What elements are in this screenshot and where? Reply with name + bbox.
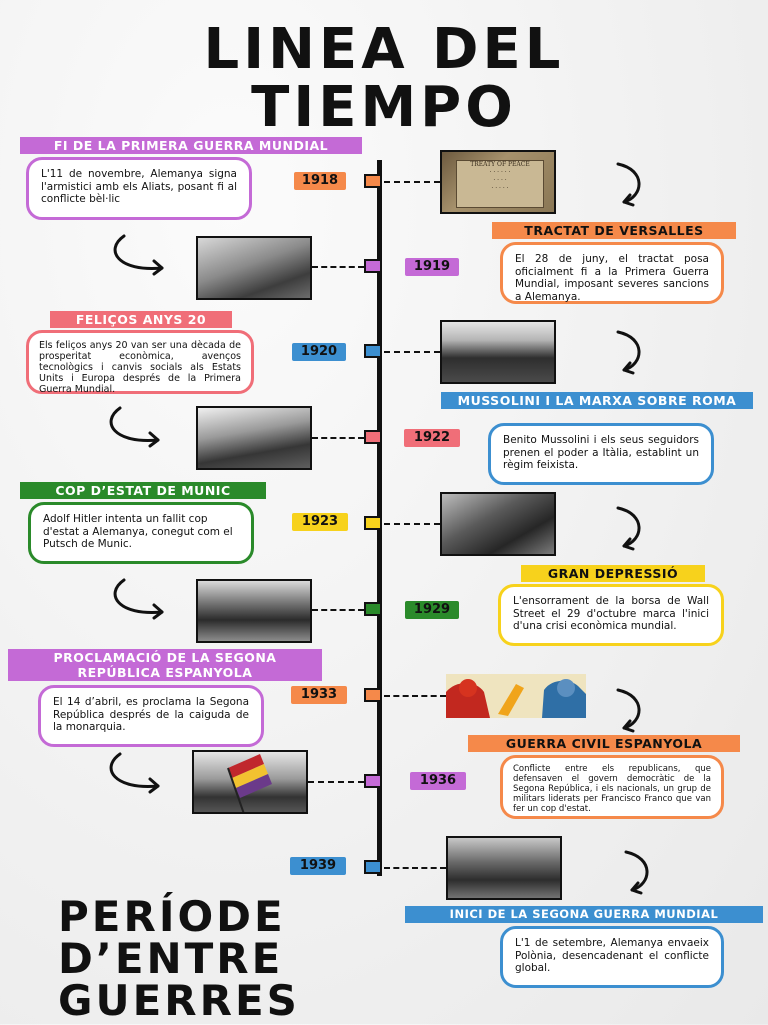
photo-treaty-of-peace: TREATY OF PEACE· · · · · ·· · · ·· · · ·… (440, 150, 556, 214)
timeline-marker-1918 (364, 174, 382, 188)
timeline-marker-1923 (364, 516, 382, 530)
curved-arrow-icon (616, 506, 641, 551)
connector-1922 (312, 437, 364, 439)
event-title-1929: GRAN DEPRESSIÓ (521, 565, 705, 582)
photo-1936 (192, 750, 308, 814)
period-title-line2: D’ENTRE (58, 934, 284, 983)
curved-arrow-icon (616, 330, 641, 375)
photo-1933 (446, 674, 586, 718)
photo-1920 (440, 320, 556, 384)
event-title-1922: MUSSOLINI I LA MARXA SOBRE ROMA (441, 392, 753, 409)
photo-1923 (440, 492, 556, 556)
event-title-1918: FI DE LA PRIMERA GUERRA MUNDIAL (20, 137, 362, 154)
period-title-line1: PERÍODE (58, 892, 286, 941)
spanish-republic-poster-icon (446, 674, 586, 718)
connector-1933 (384, 695, 446, 697)
timeline-marker-1939 (364, 860, 382, 874)
year-label-1923: 1923 (292, 513, 348, 531)
curved-arrow-icon (109, 406, 160, 448)
event-card-1922: Benito Mussolini i els seus seguidors pr… (488, 423, 714, 485)
year-label-1933: 1933 (291, 686, 347, 704)
connector-1918 (384, 181, 440, 183)
photo-1919 (196, 236, 312, 300)
connector-1919 (312, 266, 364, 268)
curved-arrow-icon (113, 234, 164, 276)
period-title-line3: GUERRES (58, 976, 300, 1025)
event-card-1920: Els feliços anys 20 van ser una dècada d… (26, 330, 254, 395)
event-title-1939: INICI DE LA SEGONA GUERRA MUNDIAL (405, 906, 763, 923)
page-title-line2: TIEMPO (251, 75, 517, 140)
event-title-1920: FELIÇOS ANYS 20 (50, 311, 232, 328)
connector-1920 (384, 351, 440, 353)
event-card-1936: Conflicte entre els republicans, que def… (500, 755, 724, 819)
timeline-marker-1936 (364, 774, 382, 788)
year-label-1922: 1922 (404, 429, 460, 447)
curved-arrow-icon (109, 752, 160, 794)
event-card-1918: L'11 de novembre, Alemanya signa l'armis… (26, 157, 252, 220)
event-title-1933: PROCLAMACIÓ DE LA SEGONA REPÚBLICA ESPAN… (8, 649, 322, 681)
year-label-1936: 1936 (410, 772, 466, 790)
curved-arrow-icon (616, 162, 641, 207)
photo-1939 (446, 836, 562, 900)
curved-arrow-icon (113, 578, 164, 620)
page-title-line1: LINEA DEL (203, 17, 565, 82)
year-label-1920: 1920 (292, 343, 346, 361)
republican-flag-icon (227, 754, 272, 812)
event-title-1919: TRACTAT DE VERSALLES (492, 222, 736, 239)
year-label-1918: 1918 (294, 172, 346, 190)
timeline-marker-1929 (364, 602, 382, 616)
connector-1923 (384, 523, 440, 525)
curved-arrow-icon (616, 688, 641, 733)
photo-1922 (196, 406, 312, 470)
timeline-marker-1920 (364, 344, 382, 358)
connector-1929 (312, 609, 364, 611)
treaty-book-cover: TREATY OF PEACE· · · · · ·· · · ·· · · ·… (456, 160, 544, 208)
year-label-1919: 1919 (405, 258, 459, 276)
connector-1939 (384, 867, 446, 869)
year-label-1929: 1929 (405, 601, 459, 619)
year-label-1939: 1939 (290, 857, 346, 875)
event-title-1936: GUERRA CIVIL ESPANYOLA (468, 735, 740, 752)
connector-1936 (308, 781, 364, 783)
timeline-marker-1922 (364, 430, 382, 444)
photo-1929 (196, 579, 312, 643)
event-title-1923: COP D’ESTAT DE MUNIC (20, 482, 266, 499)
timeline-marker-1919 (364, 259, 382, 273)
event-card-1929: L'ensorrament de la borsa de Wall Street… (498, 584, 724, 646)
event-card-1923: Adolf Hitler intenta un fallit cop d'est… (28, 502, 254, 564)
event-card-1919: El 28 de juny, el tractat posa oficialme… (500, 242, 724, 304)
event-card-1939: L'1 de setembre, Alemanya envaeix Polòni… (500, 926, 724, 988)
event-card-1933: El 14 d’abril, es proclama la Segona Rep… (38, 685, 264, 747)
curved-arrow-icon (624, 850, 649, 895)
timeline-marker-1933 (364, 688, 382, 702)
